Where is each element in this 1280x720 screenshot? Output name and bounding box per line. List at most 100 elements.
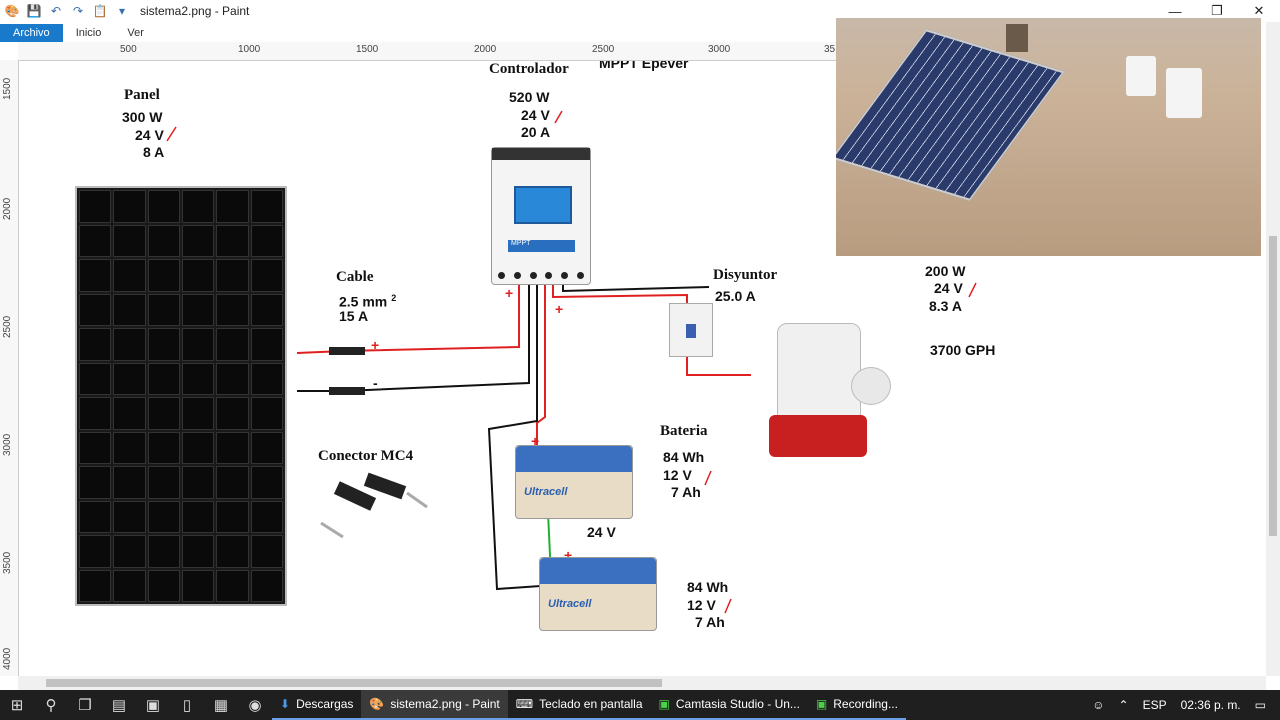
close-button[interactable]: ✕ <box>1253 3 1265 18</box>
minimize-button[interactable]: — <box>1168 3 1182 19</box>
circuit-breaker <box>669 303 713 357</box>
ruler-v-tick: 4000 <box>2 647 13 670</box>
taskbar-app-camtasia[interactable]: ▣Camtasia Studio - Un... <box>650 690 808 720</box>
tab-archivo[interactable]: Archivo <box>0 24 63 42</box>
camtasia-icon: ▣ <box>658 697 670 711</box>
redo-icon[interactable]: ↷ <box>72 4 84 18</box>
battery1-ah: 7 Ah <box>671 484 701 500</box>
solar-cell <box>79 362 112 395</box>
system-tray: ☺ ⌃ ESP 02:36 p. m. ▭ <box>1092 690 1280 720</box>
solar-cell <box>216 328 249 361</box>
solar-cell <box>250 535 283 568</box>
tab-ver[interactable]: Ver <box>127 27 144 39</box>
solar-cell <box>216 224 249 257</box>
vertical-scrollbar[interactable] <box>1266 22 1280 676</box>
horizontal-scroll-thumb[interactable] <box>46 679 662 687</box>
panel-title: Panel <box>124 87 160 103</box>
wire-panel-negative <box>297 281 530 392</box>
dc-mark-controller <box>554 110 563 124</box>
connector-title: Conector MC4 <box>318 448 414 464</box>
solar-cell <box>79 259 112 292</box>
solar-cell <box>216 397 249 430</box>
quick-access-toolbar: 🎨 💾 ↶ ↷ 📋 ▾ <box>0 3 130 19</box>
wire-panel-positive <box>296 281 520 354</box>
vertical-scroll-thumb[interactable] <box>1269 236 1277 536</box>
horizontal-scrollbar[interactable] <box>18 676 1266 690</box>
dc-mark-pump <box>968 282 977 298</box>
undo-icon[interactable]: ↶ <box>50 4 62 18</box>
controller-title: Controlador <box>489 61 569 77</box>
solar-cell <box>113 431 146 464</box>
people-icon[interactable]: ☺ <box>1092 698 1105 712</box>
controller-terminals <box>498 272 584 282</box>
taskbar-app-paint[interactable]: 🎨sistema2.png - Paint <box>361 690 508 720</box>
solar-cell <box>181 535 215 568</box>
language-indicator[interactable]: ESP <box>1142 698 1167 712</box>
notifications-icon[interactable]: ▭ <box>1254 698 1266 712</box>
controller-watts: 520 W <box>509 89 550 105</box>
pump-watts: 200 W <box>925 263 966 279</box>
vertical-ruler: 1500 2000 2500 3000 3500 4000 <box>0 60 19 676</box>
solar-cell <box>216 466 249 499</box>
solar-cell <box>147 293 180 326</box>
pump-outlet <box>851 367 891 405</box>
solar-cell <box>113 190 146 223</box>
film-icon[interactable]: ▦ <box>213 697 229 714</box>
solar-cell <box>216 293 249 326</box>
battery2-volts: 12 V <box>687 597 716 613</box>
ruler-v-tick: 2500 <box>2 315 13 338</box>
solar-cell <box>181 259 215 292</box>
solar-cell <box>147 190 180 223</box>
clock[interactable]: 02:36 p. m. <box>1180 698 1241 712</box>
solar-cell <box>113 328 146 361</box>
solar-cell <box>79 466 112 499</box>
ruler-h-tick: 1000 <box>238 44 261 55</box>
taskbar-app-label: Descargas <box>296 697 354 711</box>
solar-cell <box>216 190 249 223</box>
mppt-controller: MPPT <box>491 147 591 285</box>
solar-cell <box>113 362 146 395</box>
solar-cell <box>113 293 146 326</box>
maximize-button[interactable]: ❐ <box>1211 3 1223 18</box>
chrome-icon[interactable]: ◉ <box>248 697 262 714</box>
chevron-up-icon[interactable]: ⌃ <box>1118 698 1129 712</box>
solar-cell <box>250 569 283 602</box>
tab-inicio[interactable]: Inicio <box>75 27 102 39</box>
solar-cell <box>250 293 283 326</box>
field-photo <box>836 18 1261 256</box>
ruler-h-tick: 3000 <box>708 44 731 55</box>
cable-size-superscript: 2 <box>391 293 397 303</box>
solar-cell <box>79 569 112 602</box>
taskbar-app-label: Teclado en pantalla <box>539 697 643 711</box>
solar-cell <box>113 224 146 257</box>
plus-mark-battery2: + <box>564 547 573 563</box>
solar-cell <box>250 328 283 361</box>
solar-panel <box>75 186 287 606</box>
task-view-icon[interactable]: ❐ <box>78 697 92 714</box>
solar-cell <box>113 500 146 533</box>
notepad-icon[interactable]: ▤ <box>111 697 127 714</box>
search-icon[interactable]: ⚲ <box>45 697 57 714</box>
customize-toolbar-icon[interactable]: ▾ <box>118 4 126 18</box>
battery-title: Bateria <box>660 423 708 439</box>
calculator-icon[interactable]: ▯ <box>182 697 192 714</box>
breaker-lever <box>686 324 696 338</box>
save-icon[interactable]: 💾 <box>26 4 42 18</box>
dc-mark-panel <box>166 126 177 142</box>
cable-title: Cable <box>336 269 374 285</box>
solar-cell <box>181 328 215 361</box>
paste-icon[interactable]: 📋 <box>92 4 108 18</box>
taskbar-app-descargas[interactable]: ⬇Descargas <box>272 690 362 720</box>
taskbar-app-recording[interactable]: ▣Recording... <box>807 690 906 720</box>
solar-cell <box>216 431 249 464</box>
plus-mark-load: + <box>555 301 564 317</box>
windows-start-icon[interactable]: ⊞ <box>10 697 24 714</box>
solar-cell <box>181 362 215 395</box>
taskbar-app-keyboard[interactable]: ⌨Teclado en pantalla <box>507 690 651 720</box>
ruler-h-tick: 2500 <box>592 44 615 55</box>
solar-cell <box>79 500 112 533</box>
battery1-brand: Ultracell <box>524 486 568 498</box>
solar-cell <box>79 190 112 223</box>
windows-icon[interactable]: ▣ <box>145 697 161 714</box>
solar-cell <box>79 328 112 361</box>
